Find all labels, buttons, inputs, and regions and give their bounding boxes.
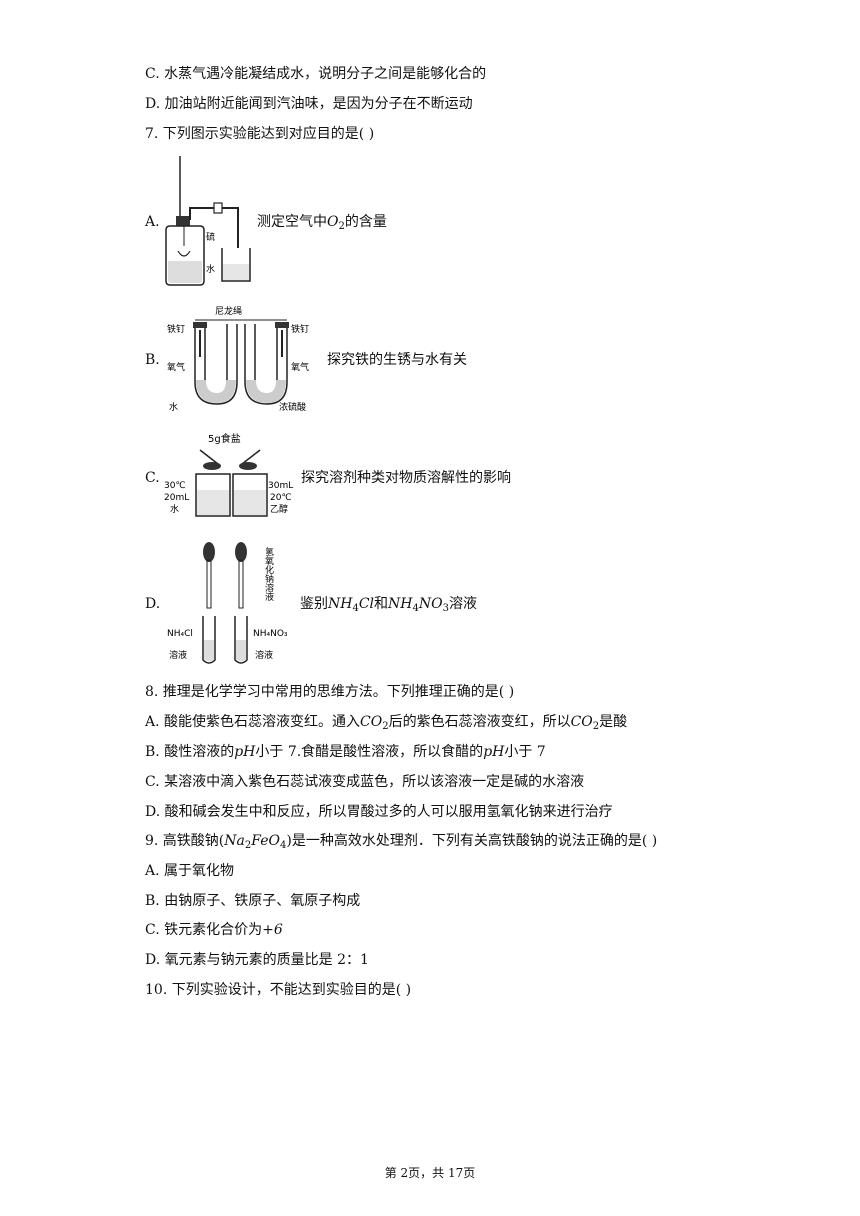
q9-option-d: D. 氧元素与钠元素的质量比是 2：1 [145, 952, 369, 968]
q8-option-d: D. 酸和碱会发生中和反应，所以胃酸过多的人可以服用氢氧化钠来进行治疗 [145, 804, 613, 820]
figure-c-label-salt: 5g食盐 [208, 432, 241, 445]
figure-a-label-sulfur: 硫 [206, 231, 215, 243]
figure-c-label-water: 水 [170, 503, 179, 515]
q7-option-d-letter: D. [145, 596, 161, 612]
q8-option-b: B. 酸性溶液的pH小于 7.食醋是酸性溶液，所以食醋的pH小于 7 [145, 744, 546, 760]
figure-c-label-ethanol: 乙醇 [270, 503, 288, 515]
q6-option-d: D. 加油站附近能闻到汽油味，是因为分子在不断运动 [145, 96, 473, 112]
figure-c-apparatus: 5g食盐 30℃ 20mL 水 30mL 20℃ 乙醇 [160, 430, 295, 522]
figure-b-label-nail-right: 铁钉 [291, 323, 309, 335]
q8-option-c: C. 某溶液中滴入紫色石蕊试液变成蓝色，所以该溶液一定是碱的水溶液 [145, 774, 585, 790]
q7-option-b-letter: B. [145, 352, 160, 368]
figure-b-label-nylon: 尼龙绳 [215, 305, 242, 317]
figure-d-label-nh4no3: NH₄NO₃ [253, 629, 288, 639]
figure-b-label-nail-left: 铁钉 [167, 323, 185, 335]
figure-d-apparatus: 氢氧化钠溶液 NH₄Cl 溶液 NH₄NO₃ 溶液 [165, 540, 288, 670]
figure-c-label-volume-left: 20mL [164, 493, 189, 503]
figure-d-label-solution-left: 溶液 [169, 649, 187, 661]
q7-option-c-caption: 探究溶剂种类对物质溶解性的影响 [301, 470, 511, 486]
q6-option-c: C. 水蒸气遇冷能凝结成水，说明分子之间是能够化合的 [145, 66, 487, 82]
page-footer: 第 2页，共 17页 [384, 1166, 476, 1180]
q7-option-a-caption: 测定空气中O2的含量 [257, 214, 387, 232]
figure-d-label-nh4cl: NH₄Cl [167, 629, 193, 639]
q7-option-c-letter: C. [145, 470, 160, 486]
q9-stem: 9. 高铁酸钠(Na2FeO4)是一种高效水处理剂．下列有关高铁酸钠的说法正确的… [145, 833, 658, 851]
figure-b-label-sulfuric-acid: 浓硫酸 [279, 401, 306, 413]
q7-option-a-letter: A. [145, 214, 160, 230]
figure-a-apparatus: 硫 水 [160, 156, 255, 292]
figure-a-label-water: 水 [206, 263, 215, 275]
q7-stem: 7. 下列图示实验能达到对应目的是( ) [145, 126, 375, 142]
q7-option-d-caption: 鉴别NH4Cl和NH4NO3溶液 [300, 596, 477, 614]
q9-option-c: C. 铁元素化合价为+6 [145, 922, 283, 938]
figure-c-label-volume-right: 30mL [268, 481, 293, 491]
figure-c-label-temp-left: 30℃ [164, 481, 186, 491]
figure-b-label-oxygen-left: 氧气 [167, 361, 185, 373]
figure-c-label-temp-right: 20℃ [270, 493, 292, 503]
q8-option-a: A. 酸能使紫色石蕊溶液变红。通入CO2后的紫色石蕊溶液变红，所以CO2是酸 [145, 714, 628, 732]
q9-option-b: B. 由钠原子、铁原子、氧原子构成 [145, 893, 361, 909]
figure-d-label-naoh: 氢氧化钠溶液 [219, 546, 274, 602]
figure-b-label-water: 水 [169, 401, 178, 413]
q9-option-a: A. 属于氧化物 [145, 863, 235, 879]
figure-b-apparatus: 尼龙绳 铁钉 氧气 水 铁钉 氧气 浓硫酸 [165, 302, 320, 418]
q10-stem: 10. 下列实验设计，不能达到实验目的是( ) [145, 982, 412, 998]
figure-b-label-oxygen-right: 氧气 [291, 361, 309, 373]
figure-d-label-solution-right: 溶液 [255, 649, 273, 661]
q8-stem: 8. 推理是化学学习中常用的思维方法。下列推理正确的是( ) [145, 684, 515, 700]
q7-option-b-caption: 探究铁的生锈与水有关 [327, 352, 467, 368]
